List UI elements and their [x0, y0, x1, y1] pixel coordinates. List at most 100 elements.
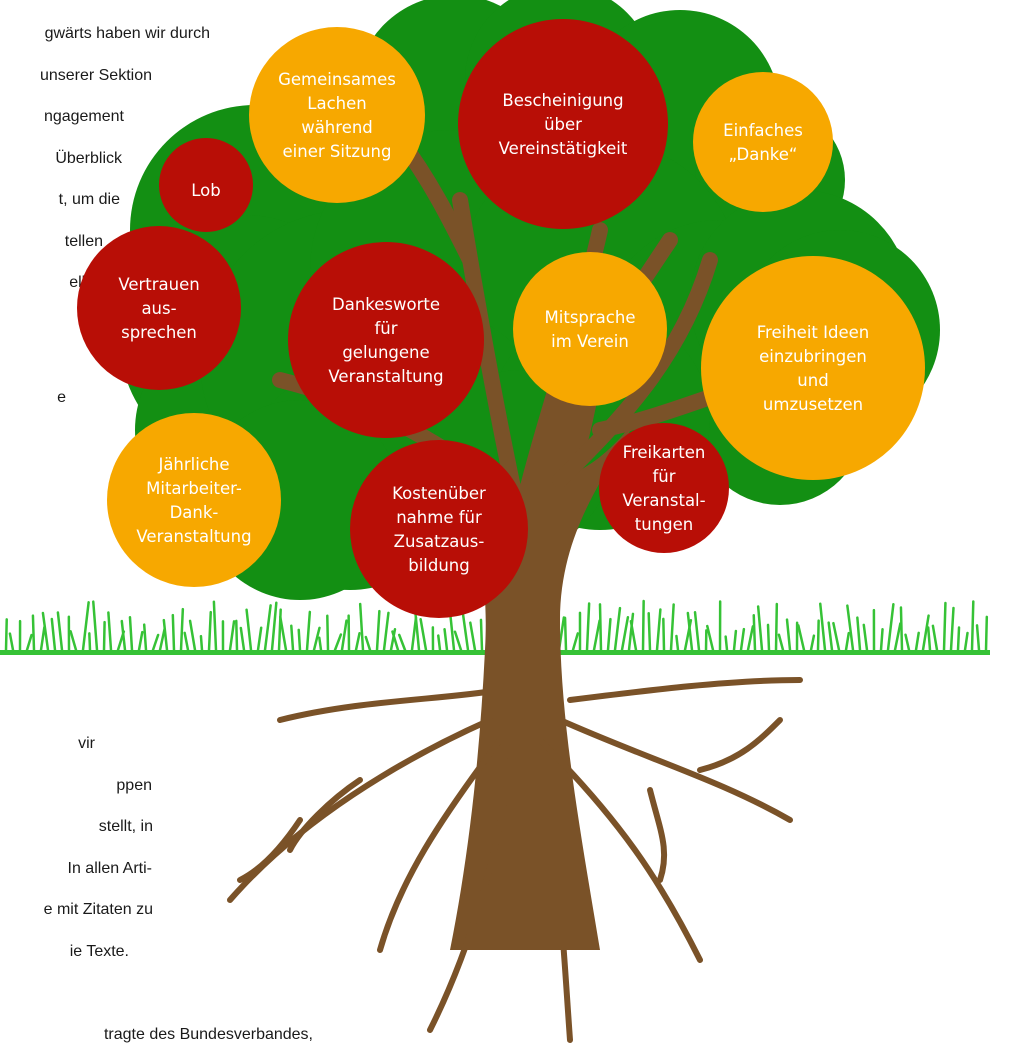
grass-blade [655, 608, 662, 652]
grass-blade [893, 622, 902, 652]
grass-blade [56, 611, 64, 652]
grass-blade [683, 619, 693, 652]
background-text-line: e [57, 389, 66, 406]
grass-blade [856, 616, 862, 652]
grass-blade [963, 631, 969, 652]
grass-blade [809, 634, 816, 652]
bubble-circle [249, 27, 425, 203]
grass-blade [212, 600, 218, 652]
background-text-line: In allen Arti- [67, 860, 152, 877]
bubble-label: im Verein [551, 332, 629, 351]
grass-blade [137, 630, 144, 652]
tree-branch [552, 252, 718, 488]
grass-blade [886, 603, 895, 652]
bubble-label: bildung [408, 556, 470, 575]
grass-blade [862, 623, 869, 652]
bubble-label: Dankesworte [332, 295, 440, 314]
grass-blade [92, 600, 99, 652]
grass-blade [774, 602, 779, 652]
grass-blade [128, 615, 134, 652]
tree-root [517, 737, 573, 1043]
grass-blade [627, 612, 635, 652]
bubble-label: Freiheit Ideen [757, 323, 869, 342]
bubble-label: während [301, 118, 373, 137]
tree-root [557, 717, 793, 823]
background-text-line: tragte des Bundesverbandes, [103, 1026, 313, 1043]
grass-blade [914, 631, 920, 652]
bubble-label: Zusatzaus- [394, 532, 485, 551]
grass-blade [333, 633, 343, 652]
bubble-circle [107, 413, 281, 587]
grass-blade [641, 599, 645, 652]
tree-roots [227, 677, 803, 1043]
grass-blade [151, 633, 160, 652]
background-text-line: ngagement [43, 108, 124, 125]
bubble-label: einzubringen [759, 347, 867, 366]
grass-blade [279, 615, 288, 652]
bubble-label: nahme für [396, 508, 482, 527]
grass-blade [785, 618, 792, 652]
background-text-line: ppen [116, 777, 152, 794]
grass-blade [592, 619, 601, 652]
grass-blade [899, 606, 904, 652]
grass-blade [879, 628, 884, 652]
grass-blade [389, 628, 397, 652]
grass-blade [277, 608, 282, 652]
grass-blade [4, 618, 8, 652]
grass-blade [188, 619, 197, 652]
grass-blade [975, 624, 981, 652]
grass-blade [479, 618, 484, 652]
grass-blade [942, 601, 947, 652]
bubble-label: gelungene [342, 343, 429, 362]
grass-blade [245, 608, 253, 652]
grass-blade [739, 627, 746, 652]
tree-root [567, 677, 803, 703]
tree-root [377, 737, 503, 953]
grass-blade [50, 617, 57, 652]
grass-blade [827, 621, 834, 652]
grass-blade [297, 628, 302, 652]
background-text-line: tellen [64, 233, 103, 250]
background-text-line: Überblick [55, 150, 122, 167]
grass-blade [469, 621, 477, 652]
grass-blade [647, 611, 652, 652]
tree-root [237, 817, 303, 883]
grass-blade [183, 631, 190, 652]
grass-blade [443, 627, 449, 652]
grass-blade [256, 626, 263, 652]
background-text-line: e mit Zitaten zu [43, 901, 153, 918]
grass-blade [970, 600, 975, 652]
tree-root [427, 757, 513, 1033]
bubble-label: Einfaches [723, 121, 803, 140]
grass-blade [921, 614, 930, 652]
grass-blade [606, 617, 612, 652]
grass-blade [8, 632, 15, 652]
grass-blade [563, 616, 568, 652]
grass-blade [766, 623, 771, 652]
tree-root [647, 787, 668, 883]
bubble-circle [599, 423, 729, 553]
grass-blade [312, 626, 321, 652]
bubble-label: für [652, 467, 675, 486]
grass-blade [171, 613, 176, 652]
grass-blade [585, 602, 591, 652]
grass-blade [382, 611, 390, 652]
grass-blade [326, 614, 330, 652]
grass-blade [364, 635, 372, 652]
bubble-label: sprechen [121, 323, 197, 342]
grass-blade [318, 636, 323, 652]
grass-blade [752, 613, 757, 652]
grass-blade [120, 619, 127, 652]
bubble-label: Vertrauen [118, 275, 199, 294]
bubble-label: Mitarbeiter- [146, 479, 242, 498]
grass-blade [819, 602, 827, 652]
bubble-label: Veranstaltung [136, 527, 251, 546]
bubble-label: Lob [191, 181, 220, 200]
